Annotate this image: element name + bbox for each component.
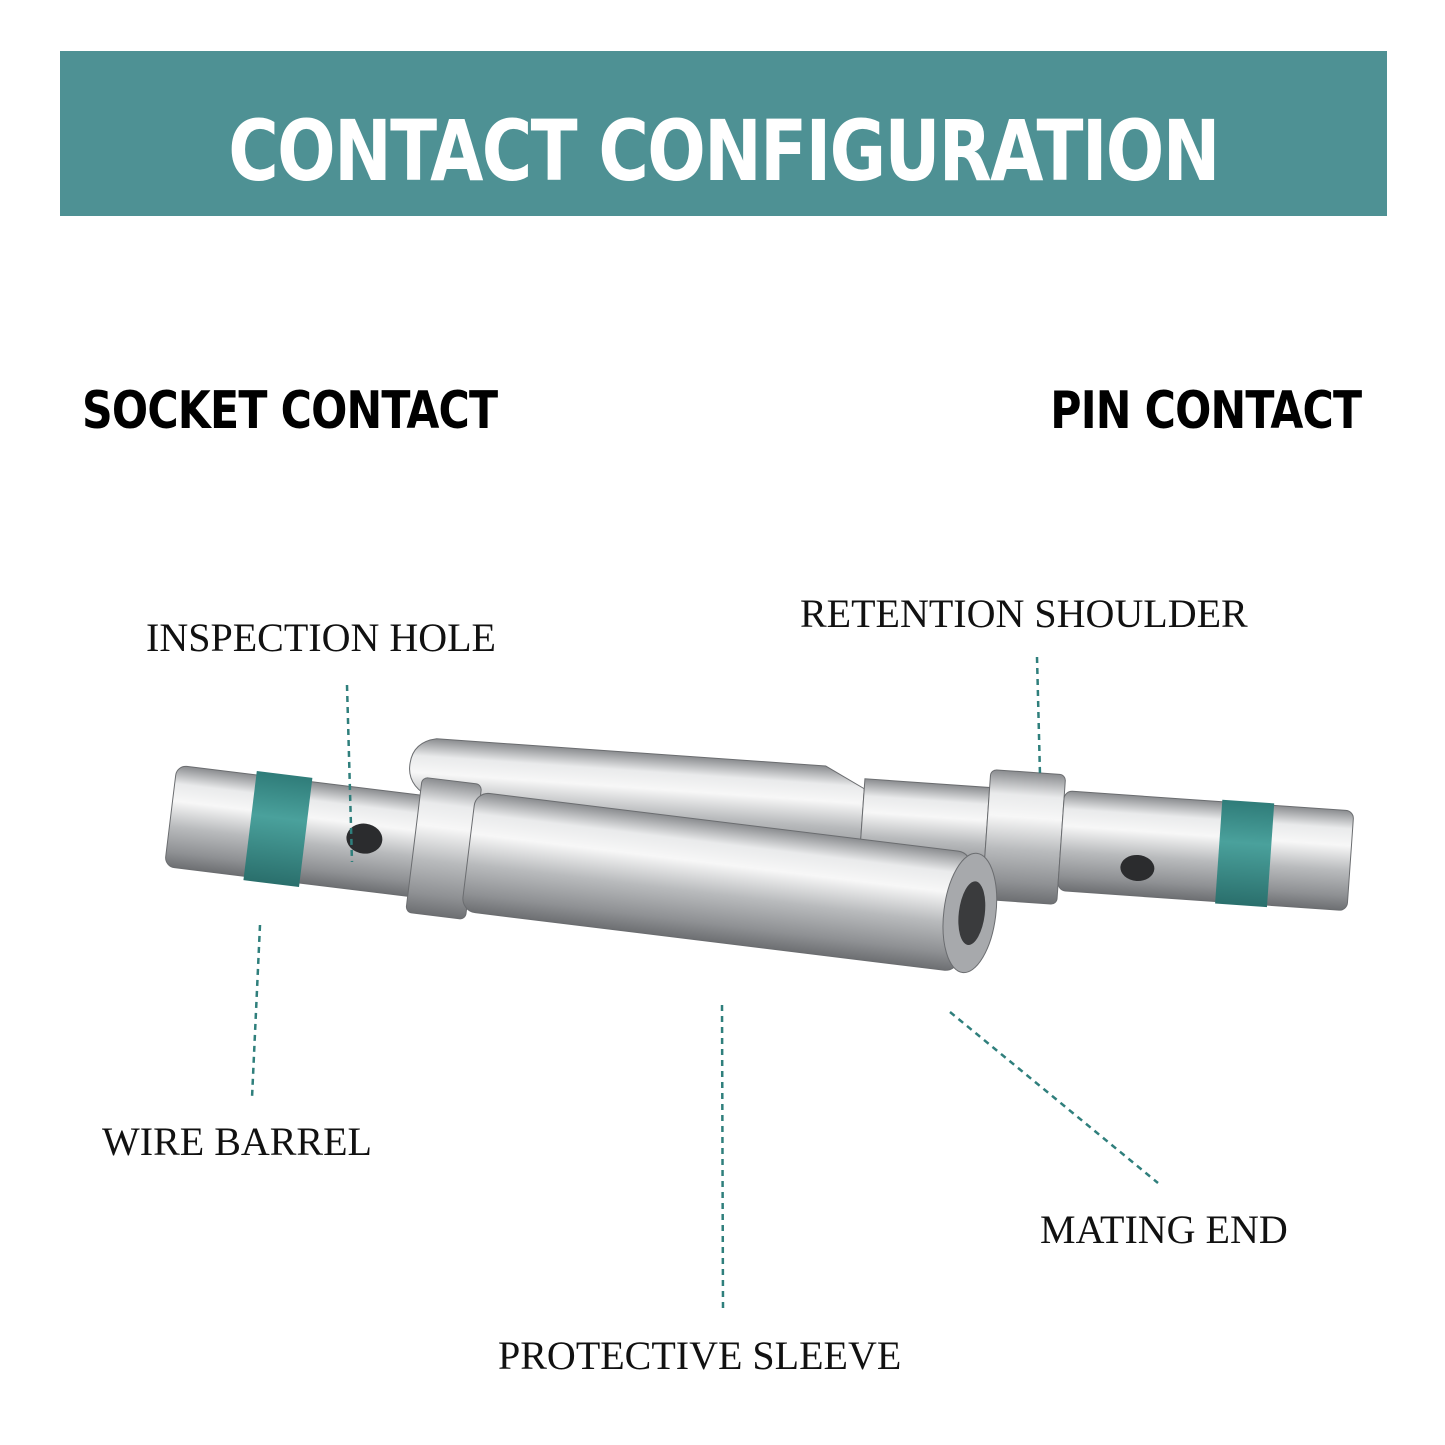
retention-shoulder-leader	[1035, 656, 1042, 776]
mating-end-label: MATING END	[1040, 1207, 1288, 1252]
retention-shoulder-label: RETENTION SHOULDER	[800, 591, 1248, 636]
socket-contact-heading: SOCKET CONTACT	[82, 381, 498, 441]
pin-barrel	[1057, 790, 1354, 911]
socket-contact	[165, 765, 998, 974]
mating-end-leader	[949, 1011, 1159, 1184]
protective-sleeve-label: PROTECTIVE SLEEVE	[498, 1333, 902, 1378]
inspection-hole-label: INSPECTION HOLE	[146, 615, 496, 660]
protective-sleeve-leader	[720, 1004, 725, 1309]
wire-barrel-leader	[250, 924, 262, 1099]
pin-inspection-hole	[1120, 854, 1155, 882]
mating-end-opening	[958, 881, 986, 945]
wire-barrel-label: WIRE BARREL	[102, 1119, 372, 1164]
inspection-hole-leader	[345, 684, 354, 863]
pin-color-band	[1215, 799, 1275, 908]
page-title: CONTACT CONFIGURATION	[228, 102, 1220, 200]
title-underline	[240, 232, 1314, 235]
socket-inspection-hole	[346, 823, 383, 854]
pin-contact-heading: PIN CONTACT	[1049, 381, 1362, 441]
socket-color-band	[243, 770, 313, 887]
title-banner: CONTACT CONFIGURATION	[60, 51, 1387, 235]
